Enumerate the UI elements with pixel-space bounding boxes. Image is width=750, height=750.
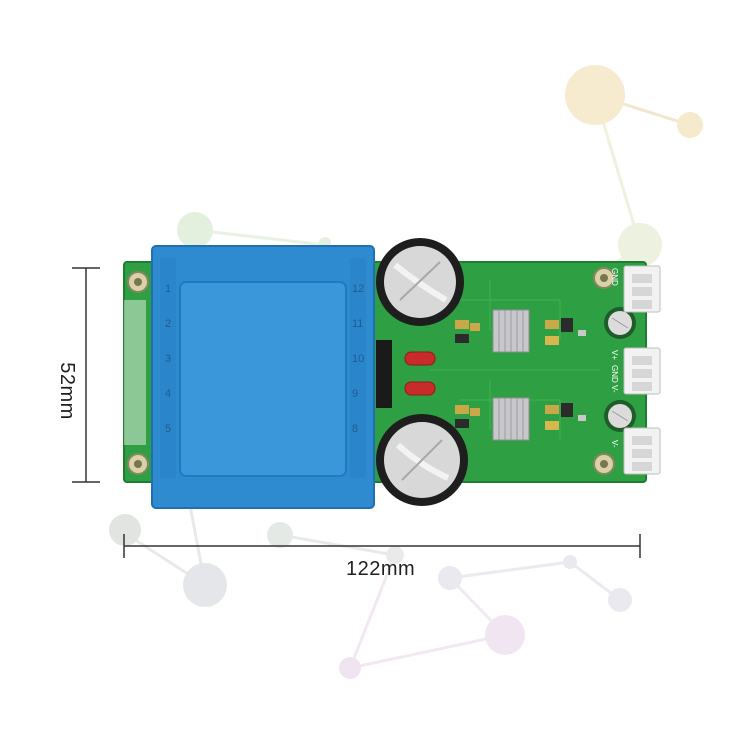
transformer-pin-12: 12 — [352, 283, 364, 295]
transformer-pin-11: 11 — [352, 318, 363, 330]
bridge-rectifier — [376, 340, 392, 408]
red-capacitor-1 — [404, 351, 436, 366]
smd-components — [455, 318, 586, 430]
molecule-decoration — [109, 65, 703, 679]
connector-bottom — [623, 427, 661, 475]
connector-middle — [623, 347, 661, 395]
height-dimension-label: 52mm — [56, 362, 78, 420]
connector-label-2: V+ — [610, 350, 619, 360]
heatsink-lower — [492, 397, 530, 441]
heatsink-upper — [492, 309, 530, 353]
connector-label-4: V- — [610, 440, 619, 448]
transformer-pin-9: 9 — [352, 388, 358, 400]
blue-transformer — [151, 245, 375, 509]
transformer-pin-4: 4 — [165, 388, 171, 400]
transformer-pin-2: 2 — [165, 318, 171, 330]
transformer-pin-5: 5 — [165, 423, 171, 435]
transformer-pin-1: 1 — [165, 283, 171, 295]
small-capacitor-lower — [604, 400, 636, 432]
large-capacitor-top — [376, 238, 464, 326]
mounting-screw-top-right — [593, 267, 615, 289]
width-dimension-line — [123, 534, 641, 558]
transformer-pin-10: 10 — [352, 353, 364, 365]
small-capacitor-upper — [604, 307, 636, 339]
large-capacitor-bottom — [376, 414, 468, 506]
connector-top — [623, 265, 661, 313]
transformer-pin-3: 3 — [165, 353, 171, 365]
height-dimension-line — [72, 267, 100, 483]
transformer-pin-8: 8 — [352, 423, 358, 435]
mounting-screw-bottom-right — [593, 453, 615, 475]
mounting-screw-bottom-left — [127, 453, 149, 475]
connector-label-1: GND — [610, 268, 619, 286]
mounting-screw-top-left — [127, 271, 149, 293]
width-dimension-label: 122mm — [346, 558, 416, 580]
red-capacitor-2 — [404, 381, 436, 396]
connector-label-3: GND V- — [610, 365, 619, 393]
